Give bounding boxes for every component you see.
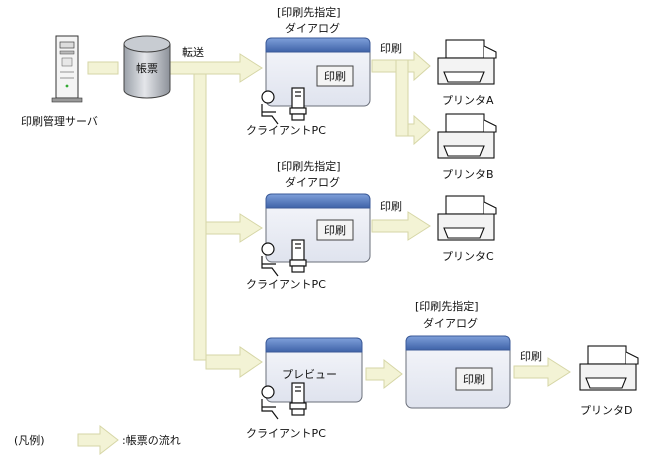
printer-b-icon [437, 113, 497, 159]
server-label: 印刷管理サーバ [21, 114, 98, 128]
client3-user-icon [261, 382, 307, 420]
preview-label: プレビュー [282, 368, 337, 381]
client2-user-icon [261, 239, 307, 277]
flow-to-preview [205, 346, 263, 378]
printer-d-label: プリンタD [580, 404, 632, 417]
client2-label: クライアントPC [246, 278, 326, 291]
flow-to-printer-a [407, 50, 431, 82]
database-label: 帳票 [136, 61, 158, 75]
dialog1-window [265, 37, 371, 107]
flow-to-printer-c [371, 211, 431, 241]
dialog3-window [405, 335, 511, 409]
flow-to-printer-b [407, 114, 431, 146]
flow-trunk [193, 73, 207, 361]
dialog1-title-line1: [印刷先指定] [277, 5, 341, 19]
dialog3-title-line2: ダイアログ [423, 316, 478, 330]
flow-to-printer-d [513, 357, 571, 387]
printer-c-label: プリンタC [442, 250, 494, 263]
print-label-2: 印刷 [380, 200, 402, 213]
flow-to-dialog2 [205, 213, 263, 243]
preview-window [265, 337, 363, 403]
client3-label: クライアントPC [246, 427, 326, 440]
dialog3-title-line1: [印刷先指定] [415, 299, 479, 313]
dialog1-print-button[interactable]: 印刷 [324, 70, 346, 83]
printer-a-label: プリンタA [442, 94, 494, 107]
flow-server-to-db [87, 61, 119, 75]
flow-arrows [77, 50, 571, 456]
server-icon [51, 35, 83, 103]
legend-arrow [77, 424, 119, 456]
legend-text: :帳票の流れ [122, 433, 181, 447]
transfer-label: 転送 [182, 45, 204, 59]
dialog2-title-line1: [印刷先指定] [277, 159, 341, 173]
printer-b-label: プリンタB [442, 168, 494, 181]
dialog3-print-button[interactable]: 印刷 [463, 373, 485, 386]
printer-c-icon [437, 195, 497, 241]
dialog1-title-line2: ダイアログ [285, 21, 340, 35]
flow-db-to-dialog1 [169, 53, 263, 83]
dialog2-title-line2: ダイアログ [285, 175, 340, 189]
flow-preview-to-dialog3 [365, 358, 403, 390]
client1-label: クライアントPC [246, 124, 326, 137]
client1-user-icon [261, 87, 307, 125]
print-label-1: 印刷 [380, 42, 402, 55]
printer-d-icon [579, 345, 639, 391]
dialog2-print-button[interactable]: 印刷 [324, 224, 346, 237]
print-label-3: 印刷 [520, 350, 542, 363]
printer-a-icon [437, 39, 497, 85]
dialog2-window [265, 193, 371, 263]
legend-prefix: (凡例) [14, 433, 45, 447]
database-icon [123, 35, 171, 99]
